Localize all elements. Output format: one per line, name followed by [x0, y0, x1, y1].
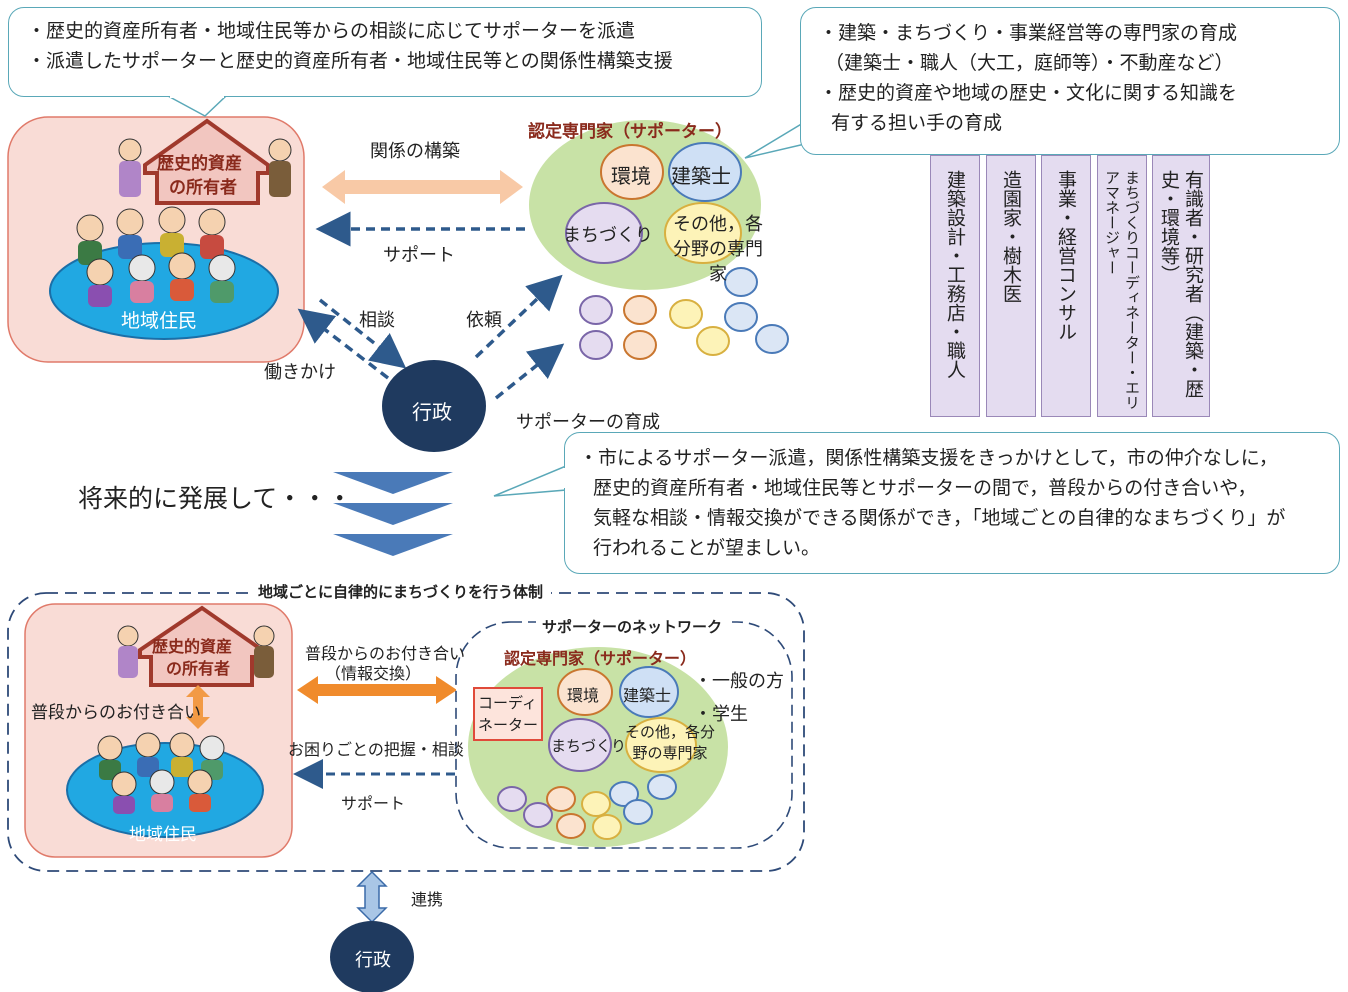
approach-arrow	[297, 308, 390, 380]
coordinator-label: コーディネーター	[478, 694, 539, 734]
env-circle-bottom	[557, 668, 613, 716]
consult-label: 相談	[359, 310, 395, 331]
government-circle-top	[382, 360, 486, 452]
callout-training: ・建築・まちづくり・事業経営等の専門家の育成 （建築士・職人（大工，庭師等）・不…	[800, 7, 1340, 155]
owner-label-top-1: 歴史的資産	[157, 154, 242, 174]
general-public-label: ・一般の方	[694, 671, 784, 692]
arch-label-bottom: 建築士	[623, 686, 672, 705]
other-label-bottom: その他，各分野の専門家	[624, 723, 715, 762]
other-circle-bottom	[625, 717, 697, 773]
approach-label: 働きかけ	[264, 362, 336, 383]
callout-training-line4: 有する担い手の育成	[831, 112, 1003, 134]
owner-label-bottom-2: の所有者	[166, 659, 231, 678]
future-label: 将来的に発展して・・・	[78, 484, 353, 513]
category-landscape: 造園家・樹木医	[1000, 170, 1022, 303]
supporter-dots-top	[579, 267, 789, 360]
system-frame	[7, 592, 805, 872]
daily-contact-label-1: 普段からのお付き合い	[305, 644, 466, 663]
students-label: ・学生	[694, 704, 748, 725]
callout-training-line3: ・歴史的資産や地域の歴史・文化に関する知識を	[819, 82, 1238, 104]
category-coordinator: まちづくりコーディネーター・エリアマネージャー	[1103, 170, 1141, 410]
town-label-bottom: まちづくり	[551, 737, 627, 755]
category-card-coordinator: まちづくりコーディネーター・エリアマネージャー	[1097, 155, 1147, 417]
system-title: 地域ごとに自律的にまちづくりを行う体制	[250, 581, 552, 602]
callout-pointer-3	[493, 464, 567, 497]
chevrons-icon	[333, 472, 453, 556]
daily-contact-inner-label: 普段からのお付き合い	[31, 703, 201, 723]
arch-circle-top	[668, 142, 742, 202]
callout-pointer-1	[167, 95, 228, 117]
arch-circle-bottom	[619, 666, 679, 718]
request-label: 依頼	[466, 310, 502, 331]
callout-future-line1: ・市によるサポーター派遣，関係性構築支援をきっかけとして，市の仲介なしに，	[579, 447, 1278, 469]
callout-future-line3: 気軽な相談・情報交換ができる関係ができ，「地域ごとの自律的なまちづくり」が	[593, 507, 1286, 529]
collab-arrow	[356, 870, 388, 924]
callout-training-line2: （建築士・職人（大工，庭師等）・不動産など）	[825, 52, 1234, 74]
category-card-landscape: 造園家・樹木医	[986, 155, 1036, 417]
callout-future-line4: 行われることが望ましい。	[593, 537, 821, 559]
callout-future-line2: 歴史的資産所有者・地域住民等とサポーターの間で，普段からの付き合いや，	[593, 477, 1257, 499]
other-label-top: その他，各分野の専門家	[673, 214, 763, 285]
gov-label-bottom: 行政	[355, 950, 391, 971]
category-business: 事業・経営コンサル	[1055, 170, 1077, 341]
expert-title-top: 認定専門家（サポーター）	[528, 122, 732, 142]
callout-dispatch: ・歴史的資産所有者・地域住民等からの相談に応じてサポーターを派遣 ・派遣したサポ…	[8, 7, 762, 97]
town-circle-bottom	[548, 718, 612, 772]
callout-dispatch-line2: ・派遣したサポーターと歴史的資産所有者・地域住民等との関係性構築支援	[27, 50, 673, 72]
gov-label-top: 行政	[412, 400, 452, 424]
relation-arrow	[322, 170, 523, 204]
category-card-scholar: 有識者・研究者（建築・歴史・環境等）	[1152, 155, 1210, 417]
residents-label-bottom: 地域住民	[129, 825, 197, 845]
category-scholar: 有識者・研究者（建築・歴史・環境等）	[1158, 170, 1204, 398]
house-icon-bottom	[138, 605, 264, 687]
category-architecture: 建築設計・工務店・職人	[944, 170, 966, 379]
callout-training-line1: ・建築・まちづくり・事業経営等の専門家の育成	[819, 22, 1238, 44]
government-circle-bottom	[330, 921, 414, 992]
training-label: サポーターの育成	[516, 412, 660, 433]
callout-future: ・市によるサポーター派遣，関係性構築支援をきっかけとして，市の仲介なしに， 歴史…	[564, 432, 1340, 574]
owner-label-bottom-1: 歴史的資産	[152, 637, 233, 656]
category-card-architecture: 建築設計・工務店・職人	[930, 155, 980, 417]
network-title: サポーターのネットワーク	[536, 616, 729, 637]
town-label-top: まちづくり	[563, 225, 653, 246]
support-label-top: サポート	[383, 245, 455, 266]
owner-label-top-2: の所有者	[169, 178, 237, 198]
training-arrow	[494, 343, 565, 400]
category-card-business: 事業・経営コンサル	[1041, 155, 1091, 417]
support-label-bottom: サポート	[341, 794, 406, 813]
residents-label-top: 地域住民	[121, 310, 198, 332]
trouble-label: お困りごとの把握・相談	[288, 740, 464, 759]
town-circle-top	[565, 202, 643, 264]
daily-contact-arrow	[297, 676, 457, 704]
request-arrow	[474, 274, 563, 359]
supporter-dots-bottom	[497, 774, 677, 840]
env-label-bottom: 環境	[567, 686, 600, 705]
people-icon	[76, 138, 292, 307]
arch-label-top: 建築士	[671, 164, 731, 188]
other-circle-top	[664, 202, 742, 264]
env-circle-top	[600, 144, 664, 200]
daily-contact-arrow-inner	[186, 685, 210, 729]
collab-label: 連携	[411, 890, 444, 909]
env-label-top: 環境	[611, 164, 651, 188]
daily-contact-label-2: （情報交換）	[325, 664, 422, 683]
expert-title-bottom: 認定専門家（サポーター）	[504, 649, 697, 668]
coordinator-box	[473, 687, 543, 741]
relation-label: 関係の構築	[370, 141, 460, 162]
house-icon	[143, 118, 270, 205]
callout-dispatch-line1: ・歴史的資産所有者・地域住民等からの相談に応じてサポーターを派遣	[27, 20, 636, 42]
people-icon-bottom	[97, 625, 275, 814]
